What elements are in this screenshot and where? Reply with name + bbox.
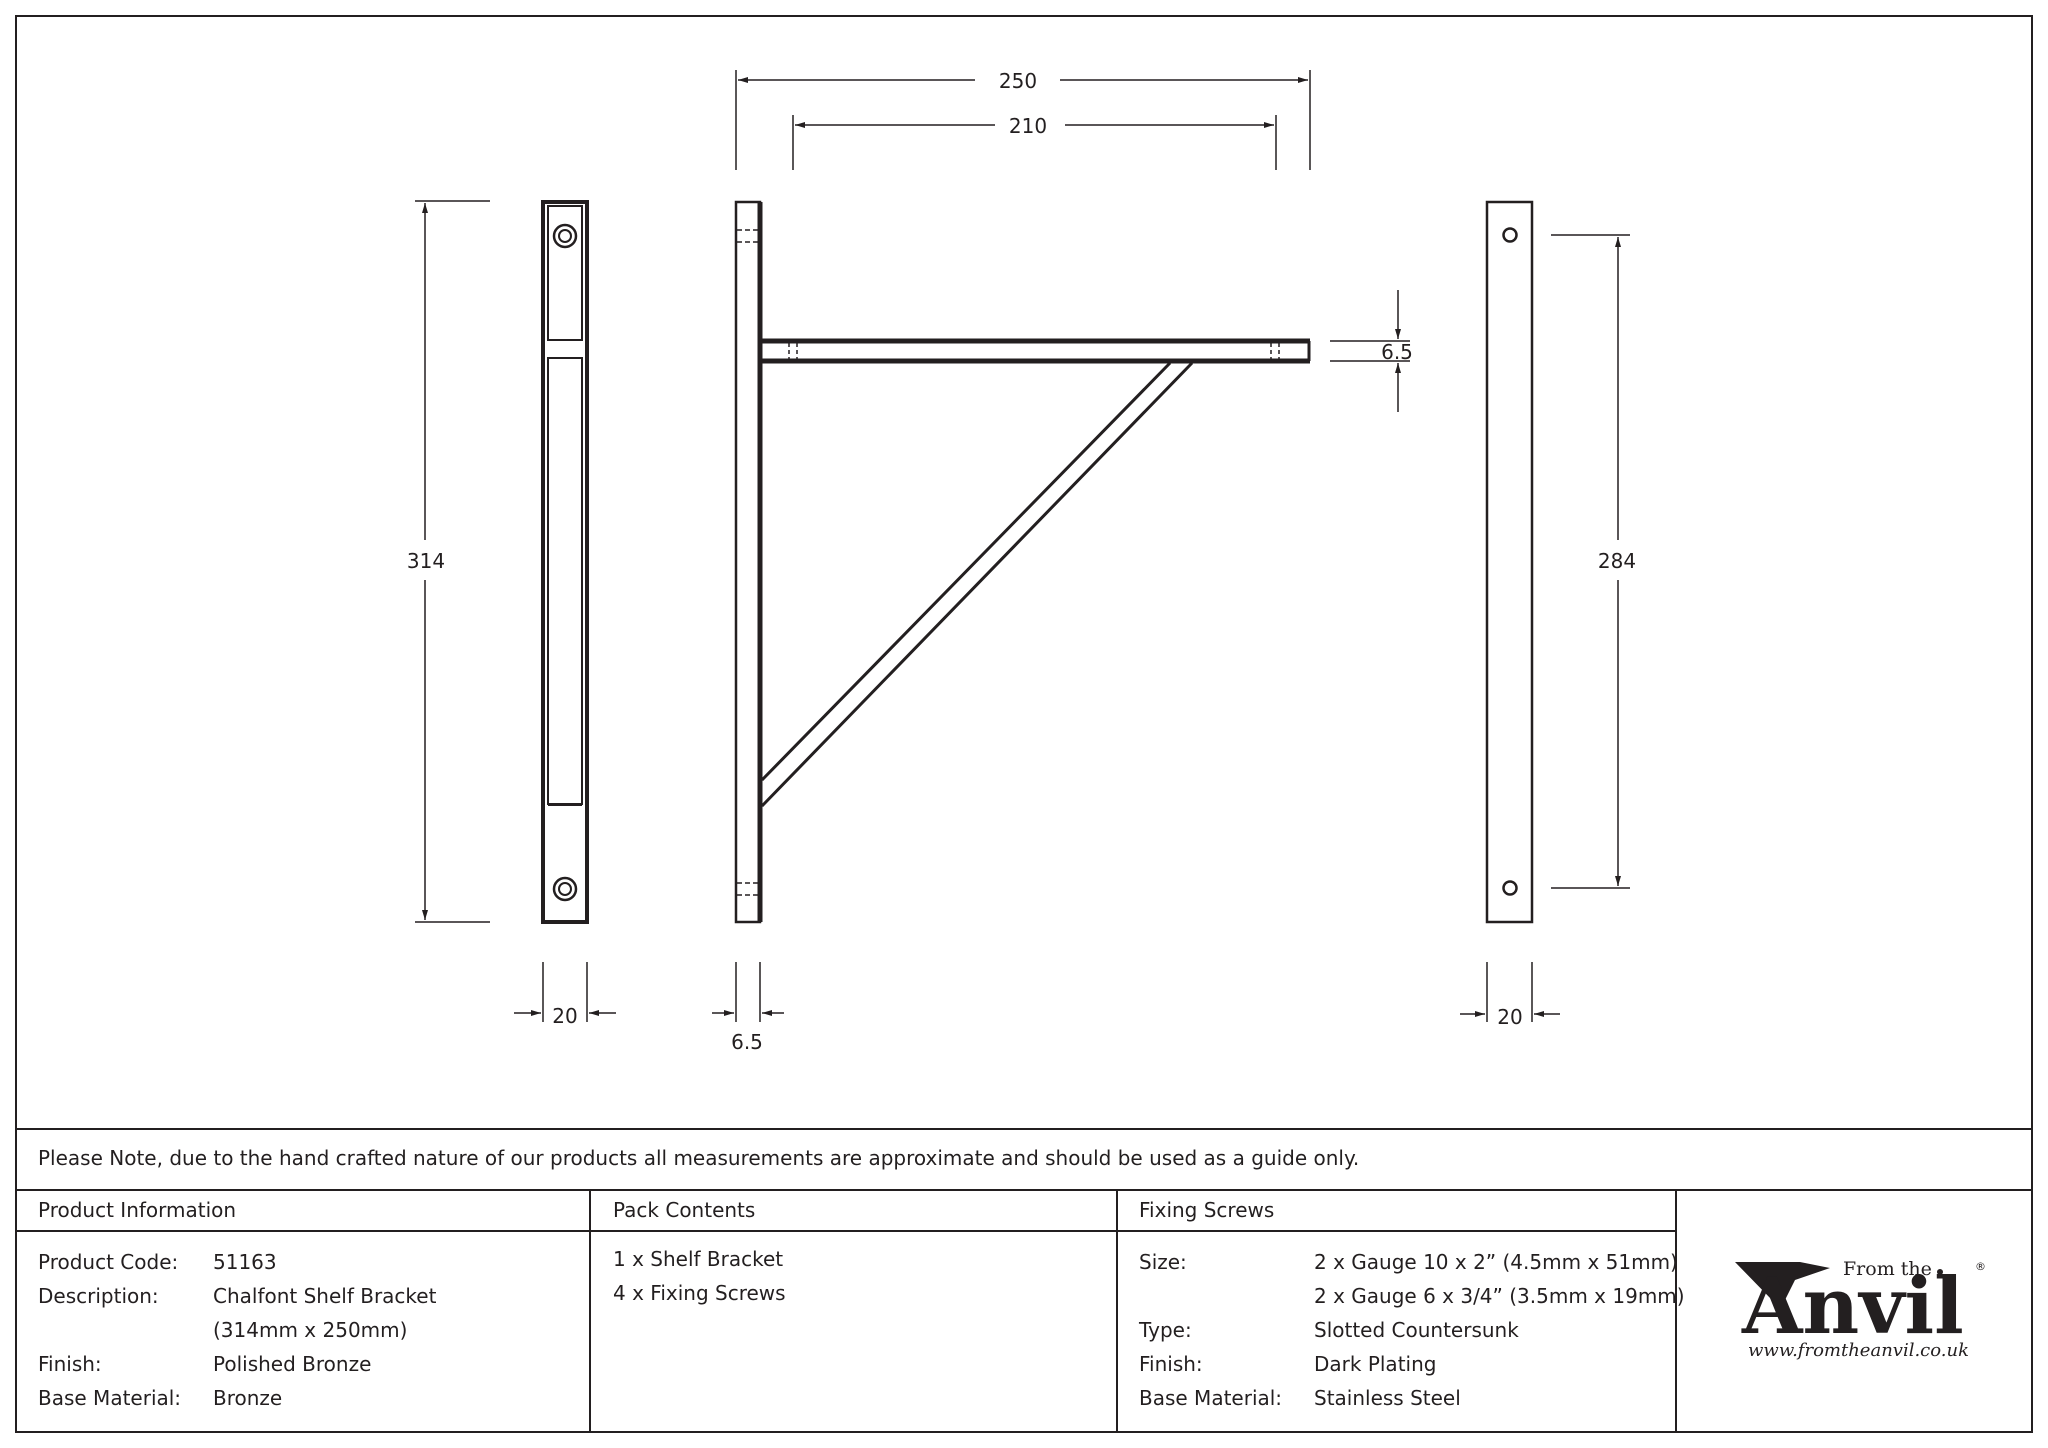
logo-from-the: From the bbox=[1843, 1258, 1932, 1280]
dimension-label-210: 210 bbox=[1009, 114, 1047, 138]
screw-hole-icon bbox=[552, 876, 578, 902]
logo-url: www.fromtheanvil.co.uk bbox=[1748, 1340, 1970, 1361]
screw-hole-icon bbox=[552, 223, 578, 249]
column-divider bbox=[1116, 1189, 1118, 1433]
fixing-screws-table: Size: 2 x Gauge 10 x 2” (4.5mm x 51mm) 2 … bbox=[1139, 1245, 1685, 1415]
dimension-plate-thickness bbox=[712, 962, 784, 1022]
size-label: Size: bbox=[1139, 1250, 1187, 1274]
pack-item: 4 x Fixing Screws bbox=[613, 1281, 786, 1305]
dimension-label-front-20: 20 bbox=[552, 1004, 577, 1028]
description-value: Chalfont Shelf Bracket bbox=[213, 1284, 437, 1308]
dimension-label-back-20: 20 bbox=[1497, 1005, 1522, 1029]
type-label: Type: bbox=[1139, 1318, 1192, 1342]
dimension-overall-width bbox=[735, 70, 1311, 170]
dimension-label-284: 284 bbox=[1598, 549, 1636, 573]
code-label: Product Code: bbox=[38, 1250, 179, 1274]
dimension-label-plate-6.5: 6.5 bbox=[731, 1030, 763, 1054]
finish-label: Finish: bbox=[38, 1352, 102, 1376]
fixing-hole-icon bbox=[1502, 880, 1518, 896]
dimension-projection bbox=[792, 115, 1277, 170]
back-view bbox=[1485, 200, 1534, 924]
dimension-overall-height bbox=[415, 200, 490, 923]
dimension-label-314: 314 bbox=[407, 549, 445, 573]
header-underline bbox=[15, 1230, 1677, 1232]
fixing-hole-icon bbox=[1502, 227, 1518, 243]
fixing-screws-header: Fixing Screws bbox=[1139, 1198, 1275, 1222]
screw-material-value: Stainless Steel bbox=[1314, 1386, 1461, 1410]
size-value: 2 x Gauge 6 x 3/4” (3.5mm x 19mm) bbox=[1314, 1284, 1685, 1308]
code-value: 51163 bbox=[213, 1250, 277, 1274]
title-block-divider bbox=[15, 1189, 2033, 1191]
dimension-label-arm-6.5: 6.5 bbox=[1381, 340, 1413, 364]
drawing-frame bbox=[15, 15, 2033, 1433]
title-block-divider bbox=[15, 1128, 2033, 1130]
material-label: Base Material: bbox=[38, 1386, 182, 1410]
pack-contents-list: 1 x Shelf Bracket 4 x Fixing Screws bbox=[613, 1242, 786, 1310]
dimension-front-width bbox=[514, 962, 616, 1022]
finish-value: Polished Bronze bbox=[213, 1352, 372, 1376]
dimension-back-width bbox=[1460, 962, 1560, 1022]
product-info-table: Product Code: 51163 Description: Chalfont … bbox=[38, 1245, 436, 1415]
dimension-label-250: 250 bbox=[999, 69, 1037, 93]
measurement-note: Please Note, due to the hand crafted nat… bbox=[38, 1146, 1360, 1170]
pack-contents-header: Pack Contents bbox=[613, 1198, 756, 1222]
screw-finish-label: Finish: bbox=[1139, 1352, 1203, 1376]
column-divider bbox=[589, 1189, 591, 1433]
screw-finish-value: Dark Plating bbox=[1314, 1352, 1437, 1376]
front-view bbox=[541, 200, 589, 924]
pack-item: 1 x Shelf Bracket bbox=[613, 1247, 784, 1271]
product-info-header: Product Information bbox=[38, 1198, 237, 1222]
dimension-arm-thickness bbox=[1330, 290, 1410, 412]
screw-material-label: Base Material: bbox=[1139, 1386, 1283, 1410]
type-value: Slotted Countersunk bbox=[1314, 1318, 1519, 1342]
side-view bbox=[734, 200, 1311, 924]
material-value: Bronze bbox=[213, 1386, 283, 1410]
size-value: 2 x Gauge 10 x 2” (4.5mm x 51mm) bbox=[1314, 1250, 1678, 1274]
description-size: (314mm x 250mm) bbox=[213, 1318, 408, 1342]
description-label: Description: bbox=[38, 1284, 159, 1308]
column-divider bbox=[1675, 1189, 1677, 1433]
dimension-hole-centres bbox=[1551, 234, 1630, 889]
